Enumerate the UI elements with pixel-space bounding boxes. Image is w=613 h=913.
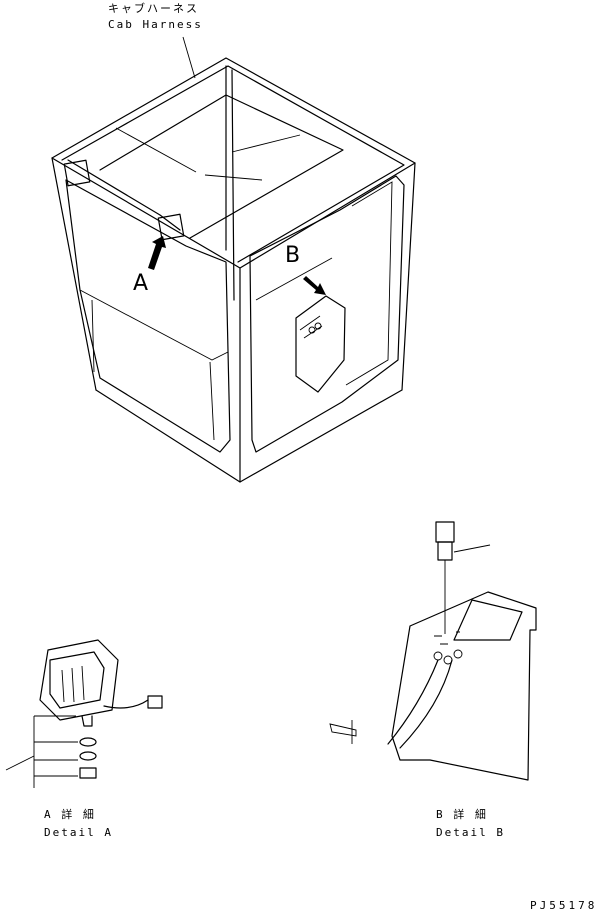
mount-bracket-b xyxy=(295,295,346,393)
arrow-b-icon xyxy=(303,276,326,295)
detail-b-en-label: Detail B xyxy=(436,826,505,839)
cab-body xyxy=(51,57,416,483)
cab-harness-leader xyxy=(182,36,196,79)
callout-b: B xyxy=(285,243,301,268)
detail-a-jp-label: A 詳 細 xyxy=(44,808,96,821)
cab-harness-en-label: Cab Harness xyxy=(108,18,203,31)
detail-b-jp-label: B 詳 細 xyxy=(436,808,488,821)
detail-a-en-label: Detail A xyxy=(44,826,113,839)
arrow-a-icon xyxy=(148,236,166,270)
harness-connector-a xyxy=(63,159,185,241)
cab-harness-jp-label: キャブハーネス xyxy=(108,2,199,15)
work-lamp xyxy=(5,639,163,788)
callout-a: A xyxy=(133,271,149,296)
drawing-code: PJ55178 xyxy=(530,899,598,912)
relay-bracket xyxy=(329,521,537,781)
